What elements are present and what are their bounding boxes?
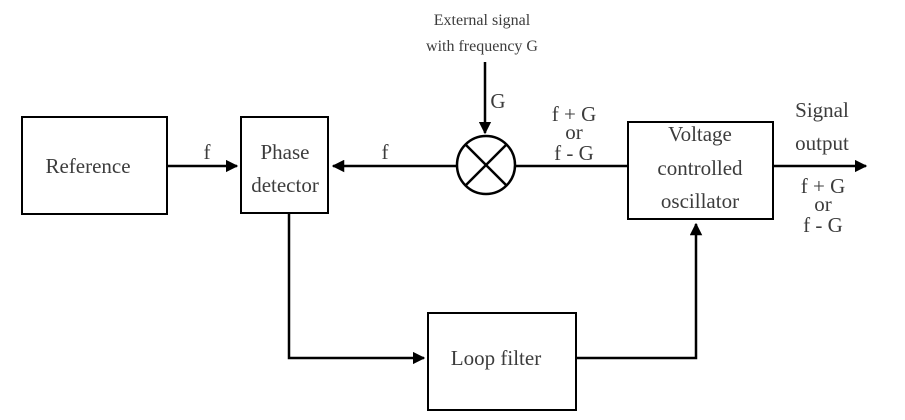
vco-label-line-1: Voltage [668,122,732,146]
reference-block [21,116,168,215]
external-input-signal-label: G [490,89,505,113]
ref-to-pd-signal-label: f [204,140,211,164]
vco-label-line-2: controlled [657,156,743,180]
output-freq-line-3: f - G [803,213,843,237]
output-freq-line-2: or [814,192,832,216]
output-label-line-1: Signal [795,98,849,122]
pd-to-filter-arrow [287,213,426,365]
reference-label: Reference [45,154,130,178]
vco-block [627,121,774,220]
external-signal-label-line-2: with frequency G [426,38,538,55]
loop-filter-label: Loop filter [451,346,541,370]
vco-to-mixer-freq-line-3: f - G [554,141,594,165]
vco-to-mixer-freq-line-2: or [565,120,583,144]
output-label-line-2: output [795,131,849,155]
vco-label-line-3: oscillator [661,189,739,213]
external-signal-label-line-1: External signal [434,12,531,29]
phase-detector-block [240,116,329,214]
mixer-to-pd-signal-label: f [382,140,389,164]
filter-to-vco-arrow [576,222,703,360]
vco-to-mixer-freq-line-1: f + G [552,102,597,126]
mixer-circle-x-icon [455,134,517,196]
phase-detector-label-line-2: detector [251,173,319,197]
phase-detector-label-line-1: Phase [261,140,310,164]
loop-filter-block [427,312,577,411]
output-freq-line-1: f + G [801,174,846,198]
